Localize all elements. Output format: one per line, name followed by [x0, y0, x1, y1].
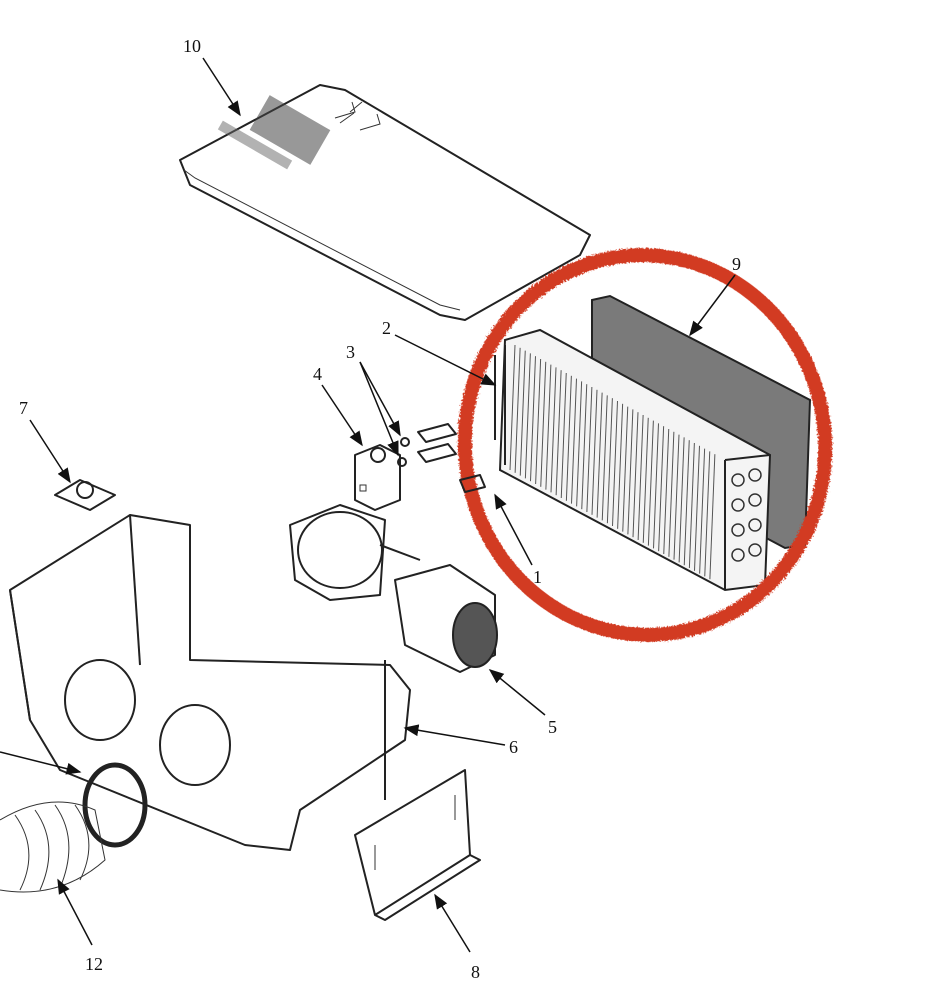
callout-8: 8 [471, 962, 480, 982]
callout-6: 6 [509, 737, 518, 757]
highlight-circle [457, 248, 833, 642]
coil-fin [519, 350, 526, 476]
coil-fin [586, 386, 593, 513]
callout-12: 12 [85, 954, 103, 974]
callout-4: 4 [313, 364, 322, 384]
callout-7: 7 [19, 398, 28, 418]
coil-fin [699, 448, 706, 574]
leader-lines [0, 57, 736, 953]
coil-fin [581, 384, 588, 510]
coil-fin [530, 356, 536, 482]
callout-9: 9 [732, 254, 741, 274]
expansion-valve [354, 444, 401, 511]
coil-fin [524, 353, 531, 479]
coil-fin [678, 437, 685, 563]
coil-fin [704, 451, 711, 577]
cover-plate [179, 84, 591, 321]
callout-10: 10 [183, 36, 201, 56]
coil-fin [555, 370, 562, 496]
coil-fin [591, 389, 598, 515]
o-ring [397, 457, 407, 467]
callout-1: 1 [533, 567, 542, 587]
coil-fin [683, 440, 690, 566]
callout-2: 2 [382, 318, 391, 338]
coil-fin [688, 442, 695, 569]
coil-fin [694, 445, 700, 571]
flex-duct [0, 801, 106, 893]
coil-fin [560, 372, 567, 499]
coil-fin [576, 381, 583, 507]
housing [9, 514, 411, 851]
coil-fin [535, 358, 542, 485]
coil-fin [632, 412, 639, 538]
coil-fin [596, 392, 603, 518]
coil-fin [601, 395, 608, 521]
mounting-bracket [354, 769, 481, 921]
coil-fin [617, 403, 624, 529]
coil-fin [514, 347, 521, 473]
coil-fin [550, 367, 557, 493]
coil-fin [571, 378, 577, 504]
coil-fin [709, 454, 716, 580]
coil-fin [642, 417, 649, 543]
coil-fin [668, 431, 675, 557]
coil-fin [606, 398, 613, 524]
coil-fin [612, 400, 618, 527]
coil-fin [673, 434, 680, 560]
coil-fin [540, 361, 547, 487]
coil-fin [627, 409, 634, 535]
blower-assembly [289, 504, 498, 673]
coil-fin [545, 364, 552, 490]
coil-fin [565, 375, 572, 501]
fittings [417, 423, 486, 493]
coil-fin [637, 414, 644, 541]
thermostat-switch [54, 479, 116, 511]
coil-fin [653, 423, 659, 549]
hose-clamp [82, 762, 148, 848]
o-ring [400, 437, 410, 447]
evaporator-coil [494, 328, 772, 592]
callout-5: 5 [548, 717, 557, 737]
coil-fin [647, 420, 654, 546]
callout-3: 3 [346, 342, 355, 362]
coil-fin [663, 428, 670, 555]
coil-fin [658, 426, 665, 552]
coil-fin [509, 344, 516, 471]
coil-fin [622, 406, 629, 532]
